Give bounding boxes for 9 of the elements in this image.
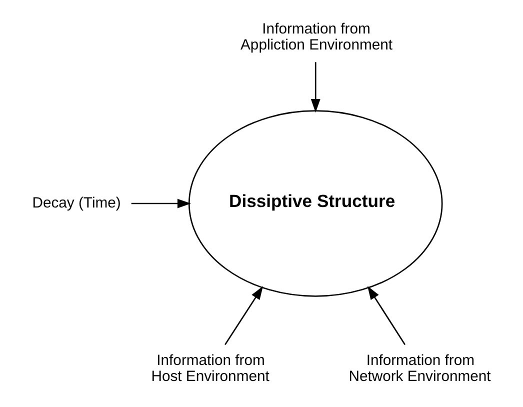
arrow: [310, 62, 320, 113]
node-text: Information from Network Environment: [348, 352, 491, 386]
node-ellipse: Dissiptive Structure: [188, 110, 443, 297]
arrow: [368, 286, 406, 346]
arrow: [131, 198, 191, 208]
node-text: Information from Appliction Environment: [240, 21, 393, 54]
node-text: Decay (Time): [32, 195, 121, 212]
arrow: [224, 286, 264, 346]
node-text: Information from Host Environment: [151, 352, 270, 386]
